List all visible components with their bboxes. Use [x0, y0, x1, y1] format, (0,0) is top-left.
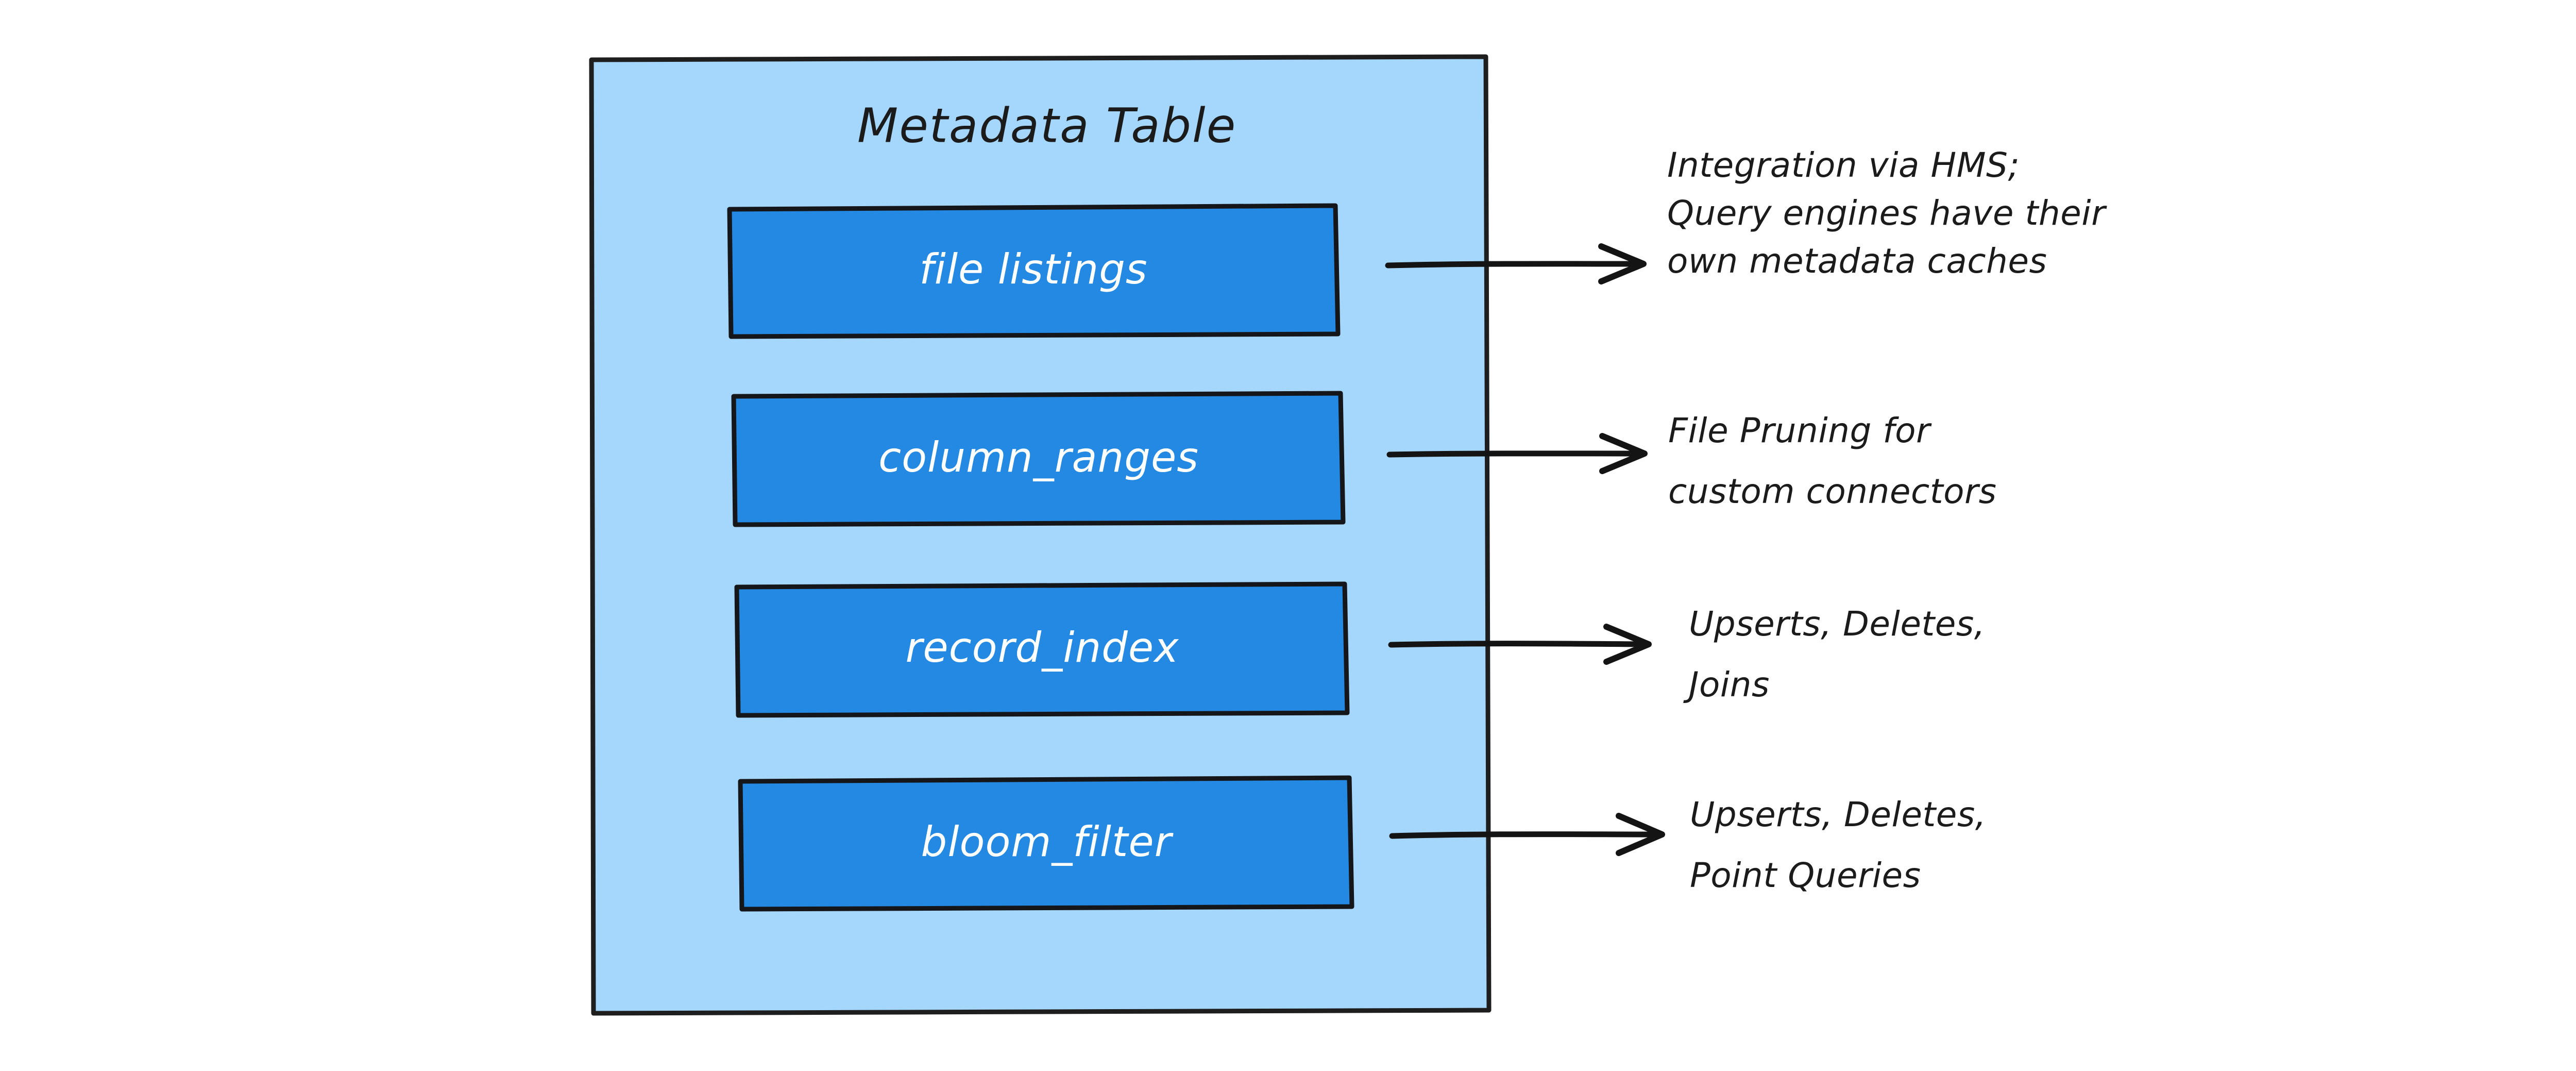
annotation-line: Upserts, Deletes,: [1690, 795, 1986, 834]
card-bloom-filter[interactable]: [738, 775, 1354, 912]
annotation-line: File Pruning for: [1668, 411, 1932, 450]
annotation-file-listings: Integration via HMS; Query engines have …: [1667, 145, 2107, 281]
annotation-line: custom connectors: [1668, 472, 1997, 511]
annotation-line: Joins: [1683, 665, 1770, 705]
card-label-column-ranges: column_ranges: [878, 433, 1199, 481]
annotation-column-ranges: File Pruning for custom connectors: [1668, 411, 1997, 511]
arrow-record-index: [1388, 624, 1652, 665]
card-label-file-listings: file listings: [919, 245, 1147, 293]
page-title: Metadata Table: [857, 98, 1236, 153]
annotation-bloom-filter: Upserts, Deletes, Point Queries: [1690, 795, 1986, 895]
annotation-line: Integration via HMS;: [1667, 145, 2020, 185]
card-record-index[interactable]: [734, 581, 1350, 718]
card-column-ranges[interactable]: [731, 391, 1346, 527]
card-file-listings[interactable]: [727, 203, 1341, 339]
arrow-file-listings: [1385, 243, 1647, 285]
arrow-column-ranges: [1386, 433, 1648, 474]
annotation-line: own metadata caches: [1667, 241, 2047, 281]
annotation-line: Upserts, Deletes,: [1689, 604, 1985, 644]
arrow-bloom-filter: [1389, 813, 1665, 856]
annotation-line: Point Queries: [1690, 856, 1921, 895]
card-label-bloom-filter: bloom_filter: [921, 818, 1174, 866]
annotation-line: Query engines have their: [1667, 193, 2107, 233]
card-label-record-index: record_index: [906, 624, 1180, 672]
annotation-record-index: Upserts, Deletes, Joins: [1683, 604, 1985, 705]
